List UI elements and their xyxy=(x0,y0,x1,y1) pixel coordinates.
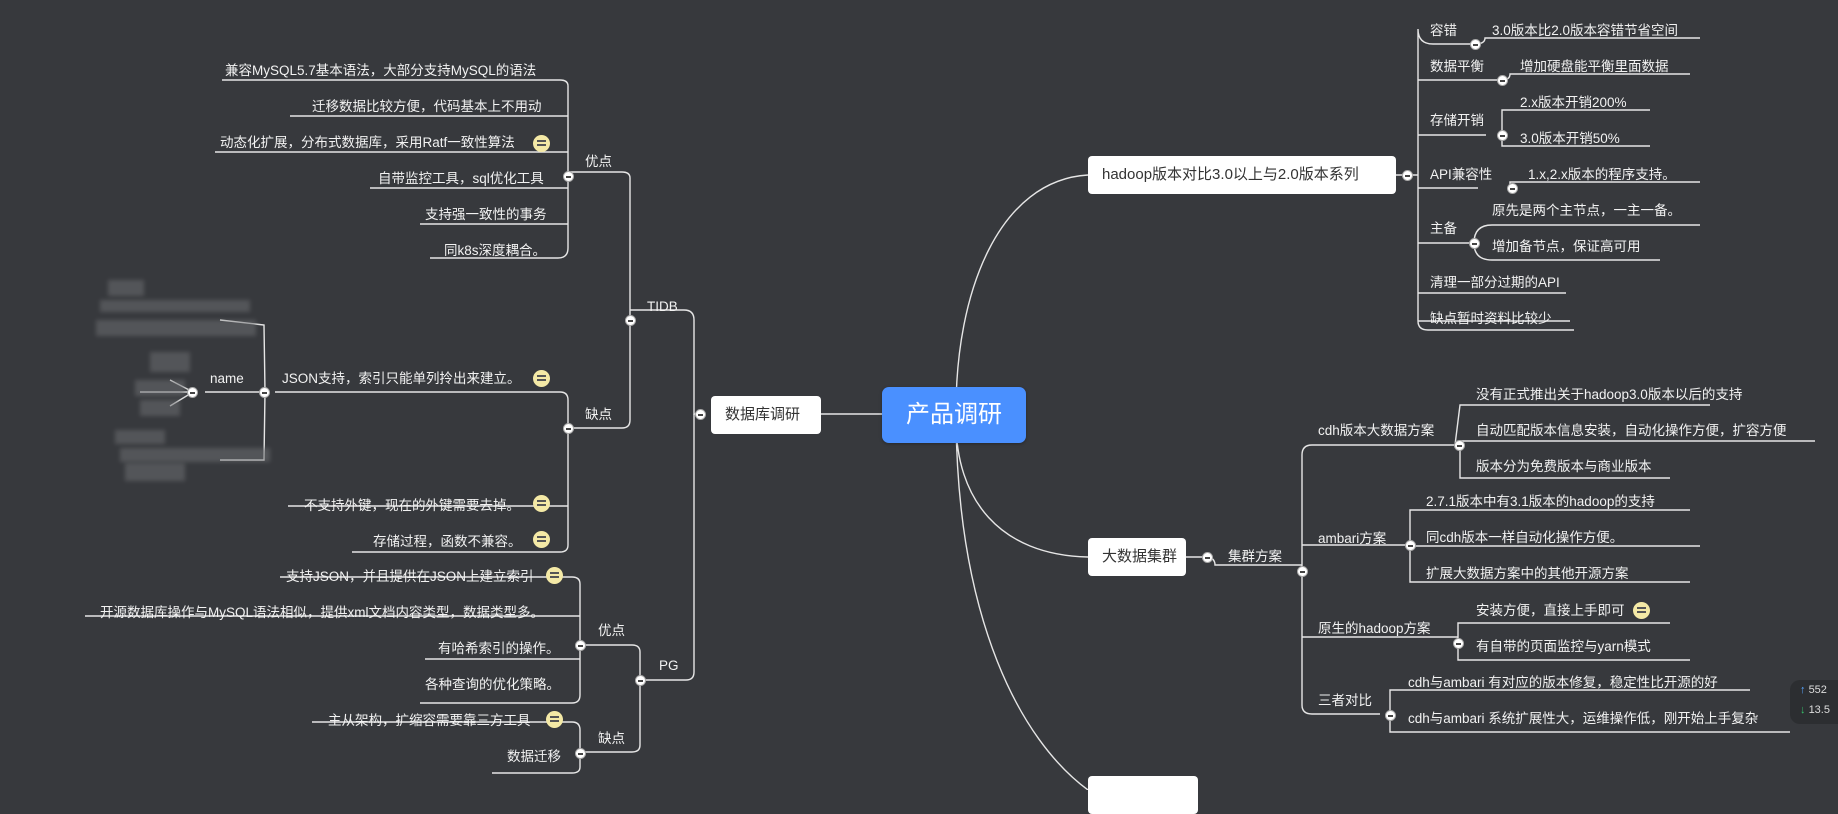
collapse-toggle-icon[interactable] xyxy=(1402,170,1413,181)
upload-speed: 552 xyxy=(1808,684,1827,696)
pg-cons-label[interactable]: 缺点 xyxy=(598,731,625,746)
bigdata-leaf[interactable]: 扩展大数据方案中的其他开源方案 xyxy=(1426,566,1629,581)
tidb-json-sub[interactable]: name xyxy=(210,371,244,386)
partial-node[interactable] xyxy=(1088,776,1198,814)
cluster-plan-label[interactable]: 集群方案 xyxy=(1228,549,1282,564)
bigdata-leaf[interactable]: 同cdh版本一样自动化操作方便。 xyxy=(1426,530,1624,545)
bigdata-leaf[interactable]: 版本分为免费版本与商业版本 xyxy=(1476,459,1652,474)
bigdata-leaf[interactable]: 安装方便，直接上手即可 xyxy=(1476,603,1625,618)
hadoop-leaf[interactable]: 增加备节点，保证高可用 xyxy=(1492,239,1641,254)
tidb-con-item[interactable]: 存储过程，函数不兼容。 xyxy=(373,534,522,549)
bigdata-item-cdh[interactable]: cdh版本大数据方案 xyxy=(1318,423,1435,438)
tidb-pro-item[interactable]: 自带监控工具，sql优化工具 xyxy=(378,171,544,186)
note-icon[interactable] xyxy=(533,135,550,152)
pg-pro-item[interactable]: 各种查询的优化策略。 xyxy=(425,677,560,692)
bigdata-item-ambari[interactable]: ambari方案 xyxy=(1318,531,1387,546)
bigdata-item-compare[interactable]: 三者对比 xyxy=(1318,693,1372,708)
note-icon[interactable] xyxy=(546,567,563,584)
blurred-node xyxy=(120,448,270,462)
mindmap-connectors xyxy=(85,28,1815,790)
collapse-toggle-icon[interactable] xyxy=(563,171,574,182)
tidb-pro-item[interactable]: 迁移数据比较方便，代码基本上不用动 xyxy=(312,99,542,114)
bigdata-cluster-node[interactable]: 大数据集群 xyxy=(1088,538,1186,576)
collapse-toggle-icon[interactable] xyxy=(1453,638,1464,649)
blurred-node xyxy=(150,352,190,372)
hadoop-item-cons[interactable]: 缺点暂时资料比较少 xyxy=(1430,311,1552,326)
pg-pros-label[interactable]: 优点 xyxy=(598,623,625,638)
blurred-node xyxy=(108,280,144,296)
tidb-con-item[interactable]: JSON支持，索引只能单列拎出来建立。 xyxy=(282,371,521,386)
collapse-toggle-icon[interactable] xyxy=(1202,552,1213,563)
tidb-cons-label[interactable]: 缺点 xyxy=(585,407,612,422)
note-icon[interactable] xyxy=(533,531,550,548)
hadoop-leaf[interactable]: 增加硬盘能平衡里面数据 xyxy=(1520,59,1669,74)
collapse-toggle-icon[interactable] xyxy=(1469,238,1480,249)
collapse-toggle-icon[interactable] xyxy=(575,748,586,759)
collapse-toggle-icon[interactable] xyxy=(1497,130,1508,141)
bigdata-leaf[interactable]: 2.7.1版本中有3.1版本的hadoop的支持 xyxy=(1426,494,1655,509)
note-icon[interactable] xyxy=(533,495,550,512)
pg-con-item[interactable]: 数据迁移 xyxy=(507,749,561,764)
collapse-toggle-icon[interactable] xyxy=(259,387,270,398)
hadoop-leaf[interactable]: 3.0版本开销50% xyxy=(1520,131,1620,146)
note-icon[interactable] xyxy=(1633,602,1650,619)
collapse-toggle-icon[interactable] xyxy=(635,675,646,686)
pg-con-item[interactable]: 主从架构，扩缩容需要靠三方工具 xyxy=(328,713,531,728)
download-arrow-icon: ↓ xyxy=(1800,704,1806,716)
hadoop-compare-node[interactable]: hadoop版本对比3.0以上与2.0版本系列 xyxy=(1088,156,1396,194)
bigdata-leaf[interactable]: cdh与ambari 系统扩展性大，运维操作低，刚开始上手复杂 xyxy=(1408,711,1759,726)
blurred-node xyxy=(96,320,256,336)
tidb-label[interactable]: TIDB xyxy=(647,299,678,314)
hadoop-leaf[interactable]: 3.0版本比2.0版本容错节省空间 xyxy=(1492,23,1679,38)
blurred-node xyxy=(125,463,185,481)
tidb-pro-item[interactable]: 兼容MySQL5.7基本语法，大部分支持MySQL的语法 xyxy=(225,63,537,78)
hadoop-item-storage-overhead[interactable]: 存储开销 xyxy=(1430,113,1484,128)
collapse-toggle-icon[interactable] xyxy=(187,387,198,398)
tidb-pros-label[interactable]: 优点 xyxy=(585,154,612,169)
blurred-node xyxy=(115,430,165,444)
collapse-toggle-icon[interactable] xyxy=(1405,540,1416,551)
collapse-toggle-icon[interactable] xyxy=(575,640,586,651)
blurred-node xyxy=(140,400,180,416)
collapse-toggle-icon[interactable] xyxy=(1507,183,1518,194)
hadoop-item-master-standby[interactable]: 主备 xyxy=(1430,221,1457,236)
note-icon[interactable] xyxy=(533,370,550,387)
hadoop-item-cleanup-api[interactable]: 清理一部分过期的API xyxy=(1430,275,1560,290)
collapse-toggle-icon[interactable] xyxy=(625,315,636,326)
collapse-toggle-icon[interactable] xyxy=(1385,710,1396,721)
pg-label[interactable]: PG xyxy=(659,658,679,673)
download-speed: 13.5 xyxy=(1808,704,1830,716)
root-node[interactable]: 产品调研 xyxy=(882,387,1026,443)
collapse-toggle-icon[interactable] xyxy=(1497,75,1508,86)
bigdata-item-native-hadoop[interactable]: 原生的hadoop方案 xyxy=(1318,621,1431,636)
upload-arrow-icon: ↑ xyxy=(1800,684,1806,696)
bigdata-leaf[interactable]: 自动匹配版本信息安装，自动化操作方便，扩容方便 xyxy=(1476,423,1787,438)
database-research-node[interactable]: 数据库调研 xyxy=(711,396,821,434)
bigdata-leaf[interactable]: cdh与ambari 有对应的版本修复，稳定性比开源的好 xyxy=(1408,675,1718,690)
pg-pro-item[interactable]: 开源数据库操作与MySQL语法相似，提供xml文档内容类型，数据类型多。 xyxy=(100,605,545,620)
network-speed-widget: ↑ 552 ↓ 13.5 xyxy=(1790,680,1838,724)
collapse-toggle-icon[interactable] xyxy=(1297,566,1308,577)
hadoop-leaf[interactable]: 原先是两个主节点，一主一备。 xyxy=(1492,203,1681,218)
bigdata-leaf[interactable]: 有自带的页面监控与yarn模式 xyxy=(1476,639,1651,654)
hadoop-leaf[interactable]: 2.x版本开销200% xyxy=(1520,95,1627,110)
collapse-toggle-icon[interactable] xyxy=(1454,440,1465,451)
blurred-node xyxy=(100,300,250,312)
tidb-con-item[interactable]: 不支持外键，现在的外键需要去掉。 xyxy=(304,498,520,513)
tidb-pro-item[interactable]: 同k8s深度耦合。 xyxy=(444,243,547,258)
collapse-toggle-icon[interactable] xyxy=(1470,39,1481,50)
tidb-pro-item[interactable]: 支持强一致性的事务 xyxy=(425,207,547,222)
pg-pro-item[interactable]: 有哈希索引的操作。 xyxy=(438,641,560,656)
blurred-node xyxy=(135,380,185,396)
hadoop-leaf[interactable]: 1.x,2.x版本的程序支持。 xyxy=(1528,167,1676,182)
bigdata-leaf[interactable]: 没有正式推出关于hadoop3.0版本以后的支持 xyxy=(1476,387,1743,402)
collapse-toggle-icon[interactable] xyxy=(563,423,574,434)
collapse-toggle-icon[interactable] xyxy=(695,409,706,420)
pg-pro-item[interactable]: 支持JSON，并且提供在JSON上建立索引 xyxy=(286,569,534,584)
note-icon[interactable] xyxy=(546,711,563,728)
tidb-pro-item[interactable]: 动态化扩展，分布式数据库，采用Ratf一致性算法 xyxy=(220,135,515,150)
hadoop-item-fault-tolerance[interactable]: 容错 xyxy=(1430,23,1457,38)
hadoop-item-api-compat[interactable]: API兼容性 xyxy=(1430,167,1493,182)
hadoop-item-balance[interactable]: 数据平衡 xyxy=(1430,59,1484,74)
